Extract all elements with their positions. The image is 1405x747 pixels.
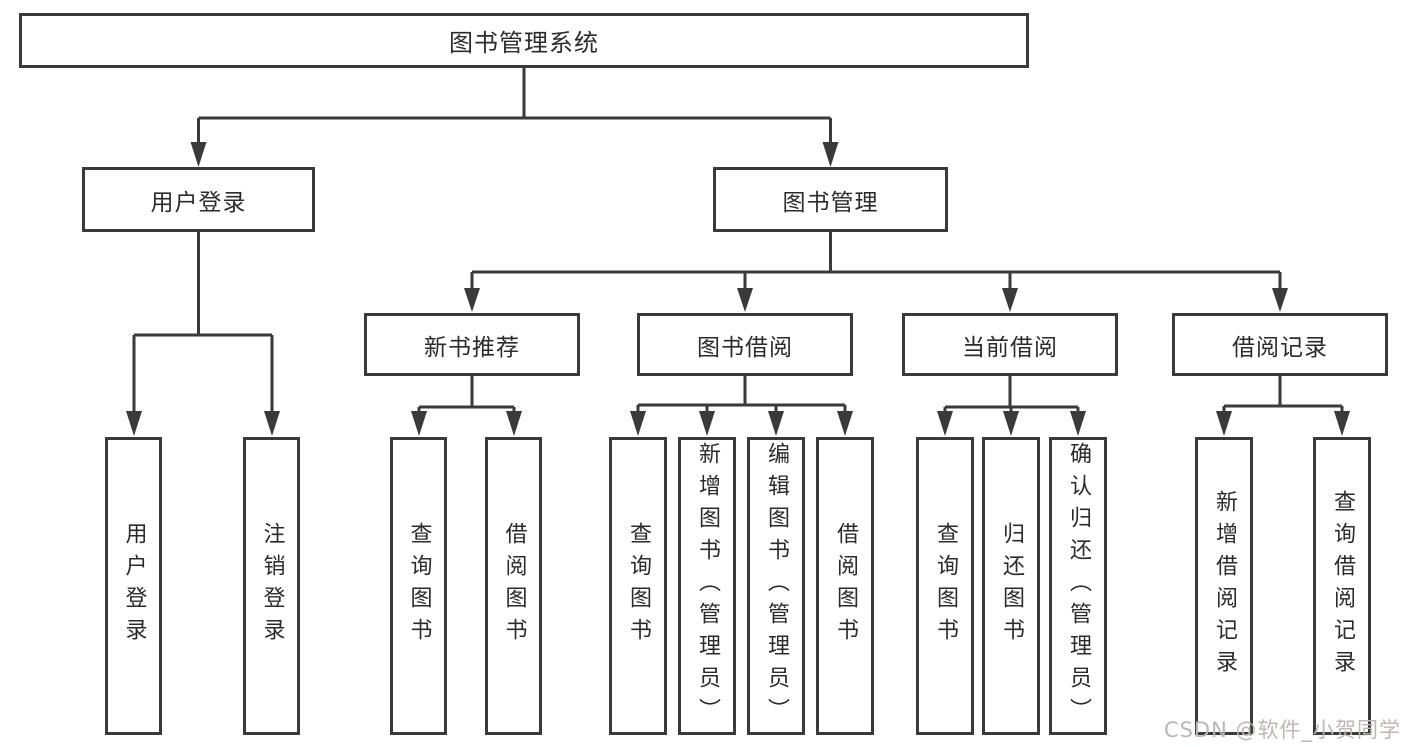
leaf-user-login: 用户登录 bbox=[105, 437, 162, 735]
leaf-query-borrow-record: 查询借阅记录 bbox=[1313, 437, 1371, 735]
leaf-add-borrow-record: 新增借阅记录 bbox=[1195, 437, 1253, 735]
leaf-logout-login: 注销登录 bbox=[243, 437, 300, 735]
leaf-edit-books-admin: 编辑图书（管理员） bbox=[747, 437, 805, 735]
leaf-borrow-books-borrowing: 借阅图书 bbox=[816, 437, 874, 735]
leaf-add-books-admin: 新增图书（管理员） bbox=[678, 437, 736, 735]
leaf-query-books-recommend: 查询图书 bbox=[390, 437, 447, 735]
watermark: CSDN @软件_小贺同学 bbox=[1163, 718, 1401, 742]
node-current-borrowing: 当前借阅 bbox=[902, 313, 1118, 376]
node-library-management-system: 图书管理系统 bbox=[19, 13, 1029, 68]
node-new-book-recommendation: 新书推荐 bbox=[364, 313, 580, 376]
node-user-login: 用户登录 bbox=[82, 167, 315, 232]
leaf-confirm-return-admin: 确认归还（管理员） bbox=[1049, 437, 1107, 735]
leaf-borrow-books-recommend: 借阅图书 bbox=[485, 437, 542, 735]
node-book-management: 图书管理 bbox=[713, 167, 948, 232]
node-borrowing-records: 借阅记录 bbox=[1172, 313, 1388, 376]
leaf-return-books: 归还图书 bbox=[982, 437, 1040, 735]
leaf-query-books-current: 查询图书 bbox=[916, 437, 974, 735]
node-book-borrowing: 图书借阅 bbox=[637, 313, 853, 376]
leaf-query-books-borrowing: 查询图书 bbox=[609, 437, 667, 735]
